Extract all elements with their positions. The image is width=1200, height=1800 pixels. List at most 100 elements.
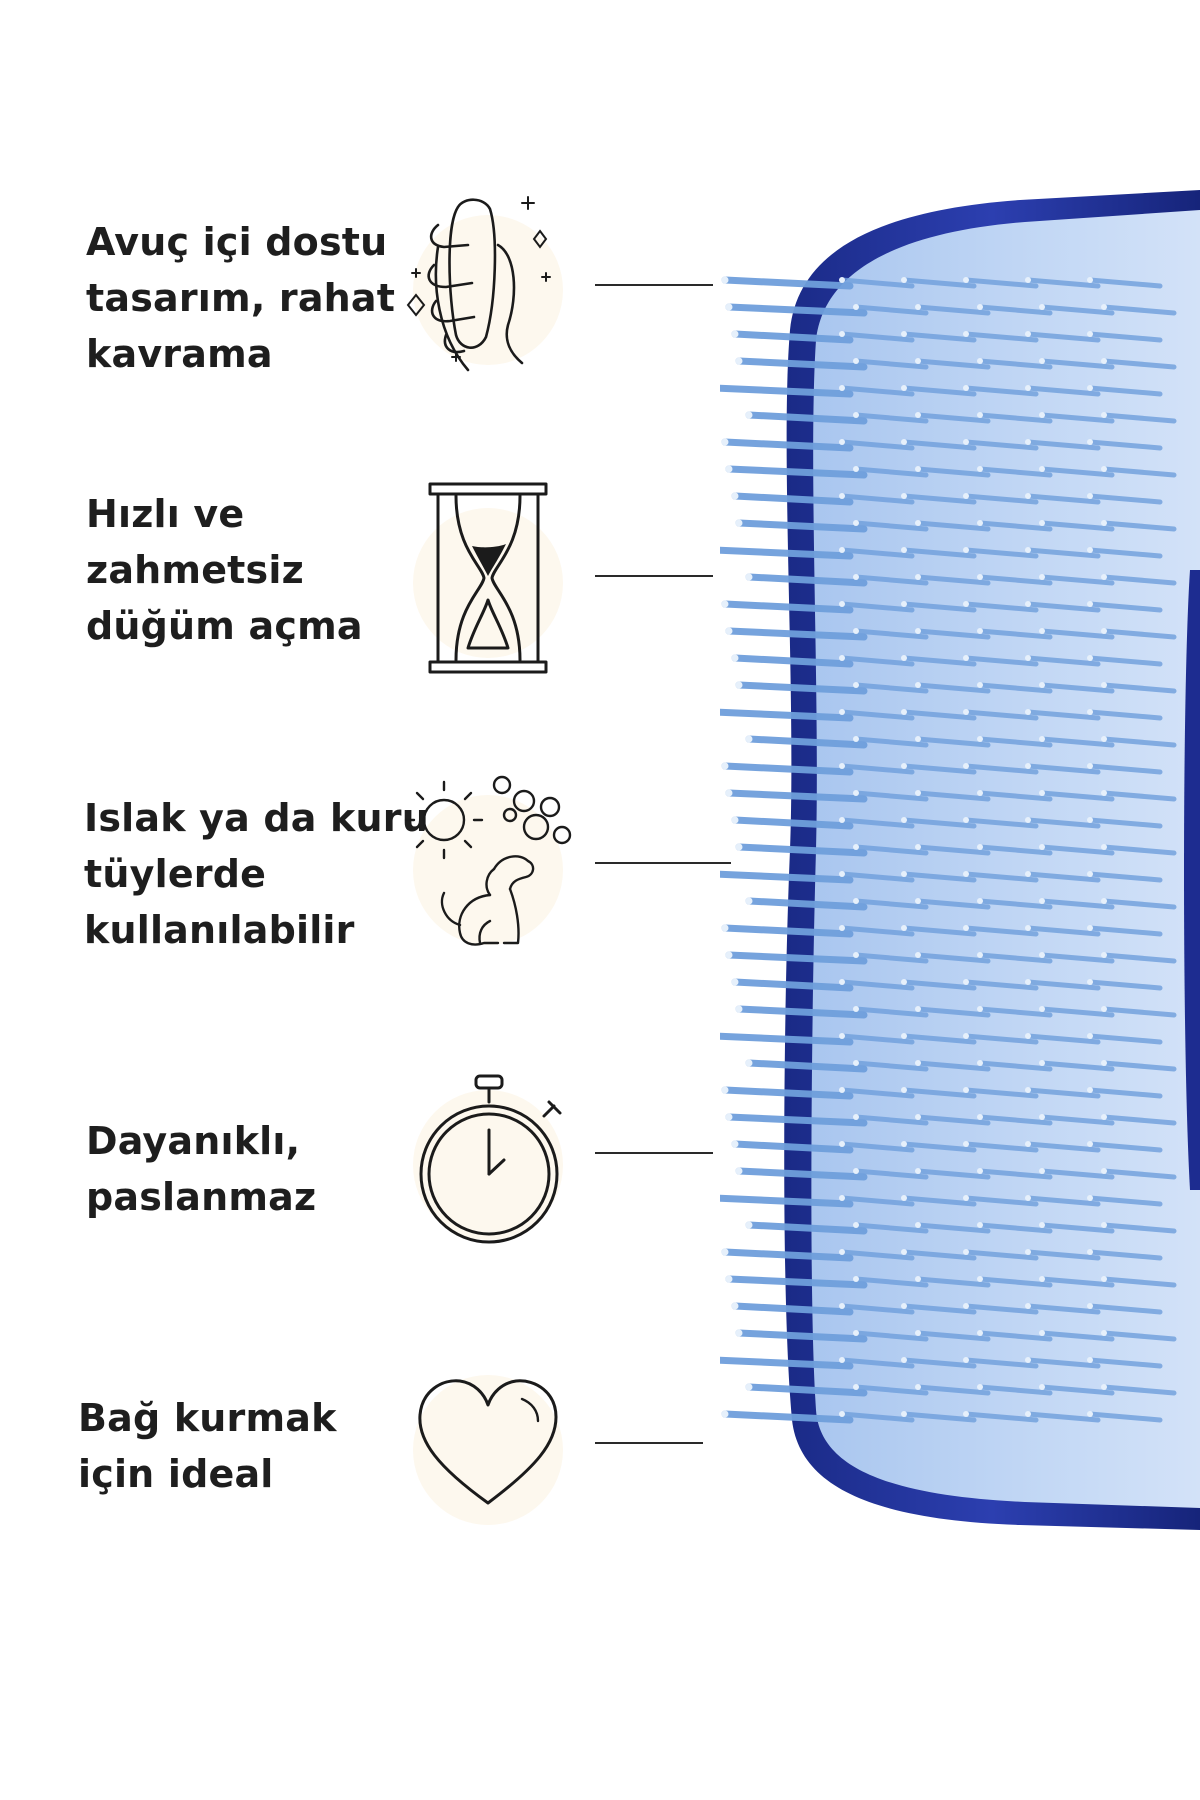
- bristle-tip: [901, 817, 907, 823]
- bristle: [853, 790, 929, 802]
- bristle: [720, 1032, 854, 1046]
- bristle-tip: [1087, 979, 1093, 985]
- bristle-tip: [1039, 574, 1045, 580]
- bristle-tip: [1101, 682, 1107, 688]
- bristle-tip: [1101, 574, 1107, 580]
- bristle-tip: [1087, 439, 1093, 445]
- bristle: [839, 979, 915, 991]
- bristle: [977, 520, 1053, 532]
- bristle: [977, 952, 1053, 964]
- bristle-tip: [839, 979, 845, 985]
- bristle: [901, 871, 977, 883]
- bristle: [977, 682, 1053, 694]
- connector-line-palm: [595, 284, 713, 286]
- bristle-tip: [853, 1384, 859, 1390]
- bristle: [839, 439, 915, 451]
- bristle-tip: [915, 1168, 921, 1174]
- bristle-tip: [1101, 304, 1107, 310]
- bristle-tip: [1025, 1195, 1031, 1201]
- bristle: [901, 979, 977, 991]
- bristle: [1087, 1249, 1163, 1261]
- bristle: [839, 1303, 915, 1315]
- bristle-tip: [853, 736, 859, 742]
- bristle-tip: [1039, 1276, 1045, 1282]
- bristle: [977, 574, 1053, 586]
- bristle: [1025, 1141, 1101, 1153]
- bristle-tip: [901, 1303, 907, 1309]
- bristle: [963, 1303, 1039, 1315]
- bristle: [1101, 1006, 1177, 1018]
- feature-text-durable: Dayanıklı, paslanmaz: [86, 1119, 317, 1219]
- bristle-tip: [735, 519, 743, 527]
- bristle-tip: [977, 1114, 983, 1120]
- bristle-tip: [725, 465, 733, 473]
- bristle: [963, 1195, 1039, 1207]
- bristle: [853, 1384, 929, 1396]
- bristle: [1039, 1114, 1115, 1126]
- bristle-tip: [915, 628, 921, 634]
- bristle-tip: [977, 1168, 983, 1174]
- bristle: [977, 736, 1053, 748]
- bristle: [1039, 358, 1115, 370]
- feature-text-palm: Avuç içi dostu tasarım, rahat kavrama: [86, 220, 396, 376]
- bristle: [1101, 790, 1177, 802]
- bristle-tip: [853, 682, 859, 688]
- bristle: [1087, 1195, 1163, 1207]
- connector-line-durable: [595, 1152, 713, 1154]
- bristle: [839, 385, 915, 397]
- bristle-tip: [1039, 628, 1045, 634]
- bristle: [720, 870, 854, 884]
- bristle-tip: [839, 1249, 845, 1255]
- bristle: [853, 1222, 929, 1234]
- bristle: [853, 1114, 929, 1126]
- bristle-tip: [901, 601, 907, 607]
- bristle: [1039, 1222, 1115, 1234]
- bristle-tip: [1039, 1384, 1045, 1390]
- bristle-tip: [901, 439, 907, 445]
- bristle: [1025, 709, 1101, 721]
- bristle: [721, 1086, 854, 1100]
- bristle: [1101, 520, 1177, 532]
- bristle: [901, 277, 977, 289]
- bristle: [901, 709, 977, 721]
- bristle: [1025, 925, 1101, 937]
- hourglass-icon: [398, 478, 578, 678]
- bristle-tip: [721, 924, 729, 932]
- bristle: [1025, 601, 1101, 613]
- bristle-tip: [915, 1330, 921, 1336]
- bristle: [977, 1114, 1053, 1126]
- bristle: [1039, 1384, 1115, 1396]
- bristle-tip: [1025, 655, 1031, 661]
- bristle: [977, 412, 1053, 424]
- bristle: [735, 357, 868, 371]
- bristle-tip: [1025, 1303, 1031, 1309]
- bristle-tip: [901, 1411, 907, 1417]
- bristle-tip: [1087, 1249, 1093, 1255]
- bristle: [901, 439, 977, 451]
- bristle-tip: [1039, 466, 1045, 472]
- brush-bristles: [720, 276, 1177, 1424]
- bristle-tip: [725, 1113, 733, 1121]
- bristle: [839, 547, 915, 559]
- bristle: [963, 601, 1039, 613]
- bristle-tip: [1101, 520, 1107, 526]
- bristle: [725, 465, 868, 479]
- bristle-tip: [1087, 547, 1093, 553]
- bristle-tip: [915, 1006, 921, 1012]
- bristle: [915, 844, 991, 856]
- bristle: [1025, 979, 1101, 991]
- bristle: [915, 682, 991, 694]
- bristle: [915, 790, 991, 802]
- bristle: [720, 1356, 854, 1370]
- bristle-tip: [1101, 1276, 1107, 1282]
- bristle-tip: [1039, 1060, 1045, 1066]
- bristle: [745, 1383, 868, 1397]
- bristle: [915, 412, 991, 424]
- bristle: [1087, 331, 1163, 343]
- bristle-tip: [731, 330, 739, 338]
- bristle: [725, 303, 868, 317]
- bristle: [963, 871, 1039, 883]
- bristle-tip: [1087, 277, 1093, 283]
- bristle-tip: [853, 790, 859, 796]
- bristle-tip: [745, 1383, 753, 1391]
